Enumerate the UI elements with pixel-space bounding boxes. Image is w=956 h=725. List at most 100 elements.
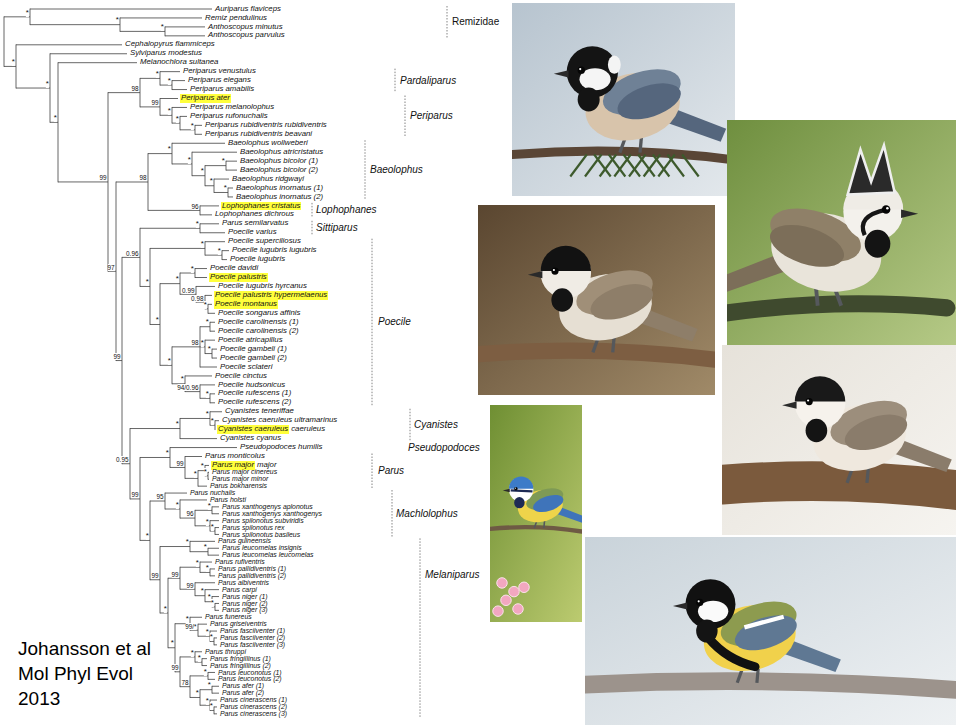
support-value: 0.96: [126, 250, 138, 257]
support-value: 99: [99, 174, 106, 181]
highlight-text: Poecile palustris hypermelaenus: [215, 290, 327, 299]
bird-bib: [806, 419, 828, 442]
support-value: 94/0.96: [177, 384, 198, 391]
bird-figure: [478, 246, 715, 360]
clade-label: Parus: [378, 465, 404, 477]
pine-needle: [682, 155, 699, 177]
taxon-label: Parus semilarvatus: [222, 219, 288, 228]
support-asterisk: *: [211, 417, 214, 425]
taxon-label: Melanochlora sultanea: [140, 58, 218, 67]
highlight-box: Cyanistes caeruleus: [217, 425, 289, 434]
tree-branch: [195, 277, 207, 278]
tree-branch: [212, 693, 219, 694]
support-asterisk: *: [176, 275, 179, 283]
tree-branch: [210, 331, 215, 332]
support-value: 99: [171, 664, 178, 671]
support-asterisk: *: [186, 615, 189, 623]
tree-branch: [228, 196, 233, 197]
tree-branch: [212, 349, 217, 350]
tree-branch: [150, 501, 165, 502]
taxon-label: Baeolophus wollweberi: [228, 139, 308, 148]
tree-branch: [168, 578, 180, 579]
tree-branch: [180, 116, 187, 117]
taxon-label: Periparus rufonuchalis: [190, 112, 268, 121]
tree-branch: [208, 313, 215, 314]
clade-bracket: [405, 96, 406, 138]
tree-branch: [212, 686, 219, 687]
tree-branch: [208, 479, 209, 480]
perch: [478, 351, 715, 360]
support-value: 0.99: [182, 287, 194, 294]
taxon-label: Parus pallidiventris (2): [218, 572, 286, 580]
tree-branch: [180, 499, 207, 500]
tree-branch: [108, 92, 140, 93]
eye-glint: [886, 207, 889, 210]
tree-branch: [195, 651, 202, 652]
support-asterisk: *: [196, 689, 199, 697]
taxon-label: Parus bokharensis: [210, 482, 267, 490]
bird-bib: [514, 497, 524, 508]
tree-branch: [192, 152, 237, 153]
taxon-label: Poecile gambeli (2): [220, 354, 287, 363]
support-asterisk: *: [210, 633, 213, 641]
clade-bracket: [420, 538, 421, 717]
clade-label: Machlolophus: [396, 508, 458, 520]
taxon-label: Auriparus flaviceps: [215, 5, 281, 14]
clade-bracket: [395, 69, 396, 93]
tree-branch: [165, 26, 205, 27]
tree-branch: [202, 665, 207, 666]
tree-branch: [180, 686, 190, 687]
support-value: 0.98: [191, 295, 203, 302]
taxon-label: Parus funereus: [205, 613, 252, 621]
taxon-label: Periparus venustulus: [183, 67, 256, 76]
tree-branch: [30, 24, 120, 25]
tree-branch: [214, 713, 217, 714]
taxon-label: Parus cinerascens (3): [220, 710, 287, 718]
support-asterisk: *: [46, 80, 49, 88]
support-value: 98: [139, 174, 146, 181]
tree-branch: [200, 232, 225, 233]
support-asterisk: *: [176, 420, 179, 428]
tree-branch: [165, 35, 205, 36]
bird-figure: [512, 46, 735, 176]
tree-branch: [205, 340, 215, 341]
bird-figure: [722, 376, 956, 490]
tree-branch: [120, 17, 202, 18]
support-value: 96: [186, 510, 193, 517]
perch: [722, 481, 956, 490]
taxon-label: Parus guineensis: [218, 537, 271, 545]
support-asterisk: *: [54, 114, 57, 122]
support-asterisk: *: [191, 265, 194, 273]
clade-label: Melaniparus: [425, 569, 479, 581]
tree-branch: [210, 322, 215, 323]
support-asterisk: *: [156, 316, 159, 324]
taxon-label: Sylviparus modestus: [130, 49, 202, 58]
taxon-label: Poecile rufescens (2): [218, 398, 291, 407]
taxon-label: Parus pallidiventris (1): [218, 565, 286, 573]
clade-bracket: [312, 203, 313, 218]
taxon-label: Baeolophus inornatus (2): [236, 193, 323, 202]
tree-branch: [214, 637, 217, 638]
tree-branch: [212, 506, 219, 507]
taxon-label: caeruleus: [291, 425, 325, 434]
blossom: [497, 578, 507, 588]
pine-needle: [570, 155, 587, 177]
tree-branch: [175, 671, 180, 672]
tree-branch: [200, 214, 212, 215]
bird-beak: [901, 210, 918, 219]
highlight-text: Parus major: [212, 460, 254, 469]
tree-branch: [210, 411, 222, 412]
tree-branch: [185, 375, 212, 376]
tree-branch: [150, 579, 160, 580]
tree-branch: [172, 143, 225, 144]
highlight-box: Poecile montanus: [214, 300, 278, 309]
taxon-label: Parus xanthogenys xanthogenys: [222, 510, 322, 518]
support-asterisk: *: [204, 543, 207, 551]
tree-branch: [210, 402, 215, 403]
support-asterisk: *: [206, 518, 209, 526]
bird-wing: [613, 76, 685, 126]
support-value: 99: [186, 582, 193, 589]
tree-branch: [208, 672, 215, 673]
bird-eye: [578, 66, 585, 73]
